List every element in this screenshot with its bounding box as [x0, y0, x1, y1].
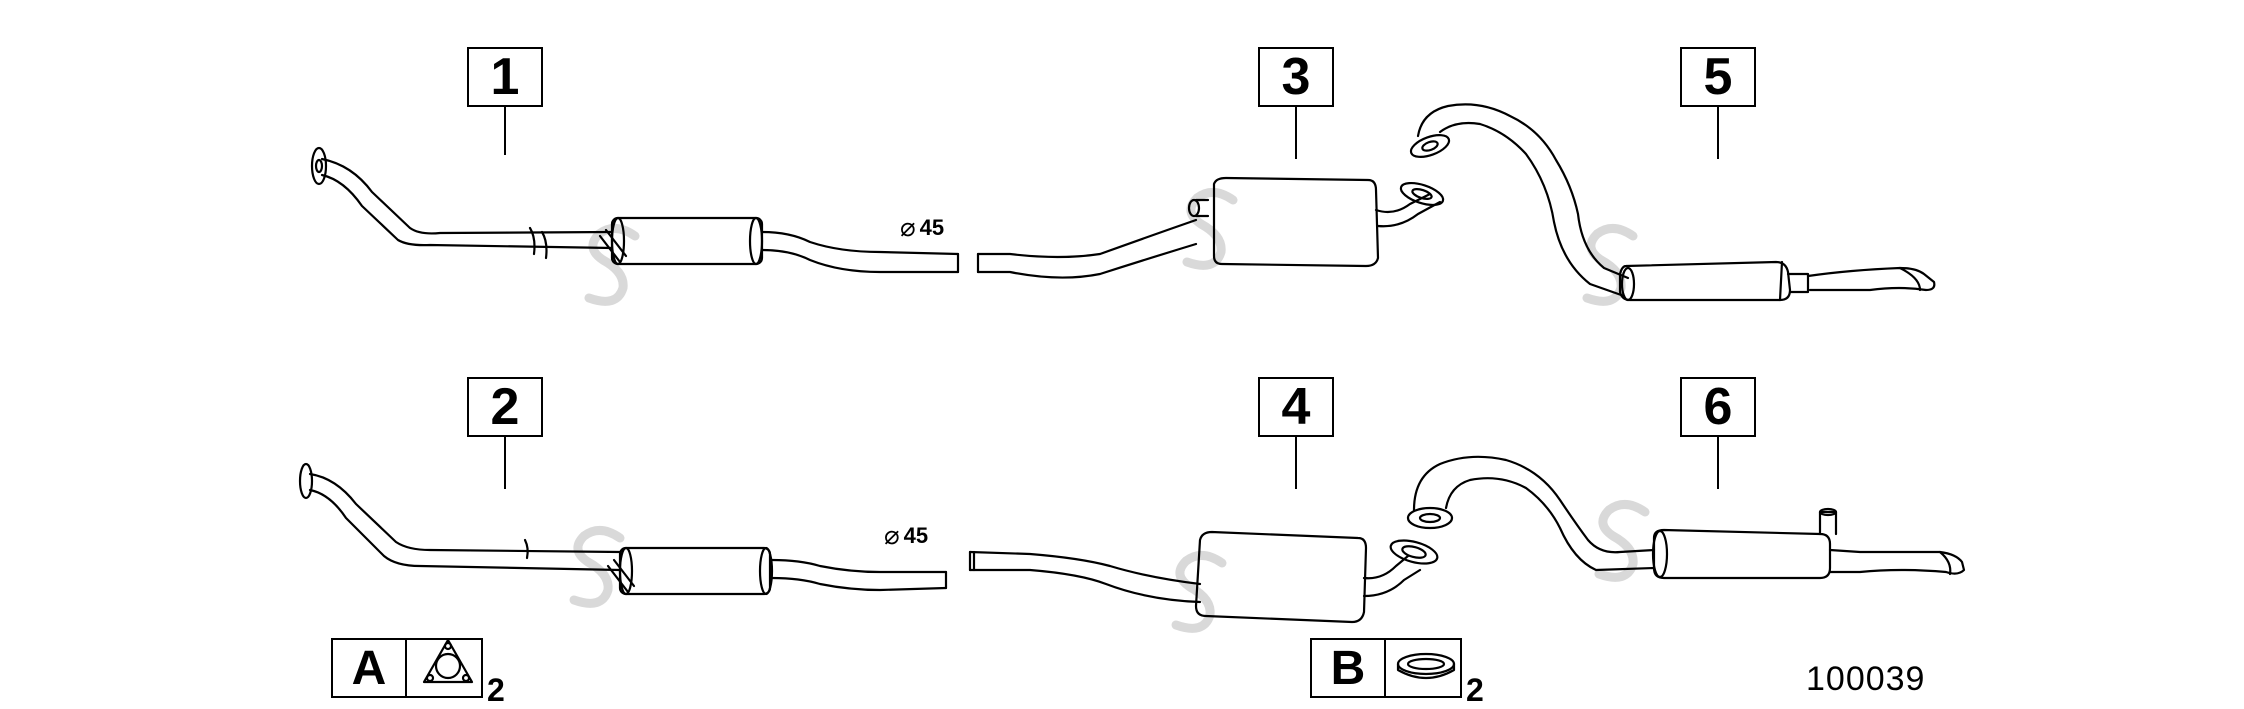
- part-number: 5: [1703, 48, 1733, 106]
- part-number: 1: [490, 48, 520, 106]
- part-label-2: 2: [467, 377, 543, 437]
- kit-b-legend: B 2: [1310, 638, 1484, 706]
- part-2-front-pipe-drawing: [298, 462, 948, 596]
- part-number: 6: [1703, 378, 1733, 436]
- part-label-3: 3: [1258, 47, 1334, 107]
- leader-line-2: [504, 437, 506, 489]
- pipe-diameter-label-1: ⌀ 45: [900, 212, 944, 243]
- kit-b-gasket-art: [1396, 652, 1456, 680]
- diameter-icon: ⌀: [900, 212, 916, 242]
- part-number: 2: [490, 378, 520, 436]
- part-3-center-muffler-drawing: [976, 176, 1445, 279]
- part-label-1: 1: [467, 47, 543, 107]
- leader-line-5: [1717, 107, 1719, 159]
- kit-quantity: 2: [487, 672, 505, 708]
- part-label-5: 5: [1680, 47, 1756, 107]
- leader-line-1: [504, 107, 506, 155]
- part-6-rear-muffler-drawing: [1406, 455, 1966, 580]
- kit-letter: A: [331, 638, 407, 698]
- kit-quantity: 2: [1466, 672, 1484, 708]
- part-4-center-muffler-drawing: [968, 530, 1439, 624]
- three-bolt-flange-gasket-icon: [407, 638, 483, 698]
- diameter-value: 45: [903, 522, 929, 548]
- leader-line-3: [1295, 107, 1297, 159]
- diameter-icon: ⌀: [884, 520, 900, 550]
- diameter-value: 45: [919, 214, 945, 240]
- part-label-6: 6: [1680, 377, 1756, 437]
- part-5-rear-muffler-drawing: [1409, 103, 1936, 302]
- kit-a-gasket-art: [422, 638, 474, 684]
- watermark-marks: [569, 188, 1650, 633]
- kit-a-legend: A 2: [331, 638, 505, 706]
- part-1-front-pipe-drawing: [310, 146, 960, 274]
- ring-gasket-icon: [1386, 638, 1462, 698]
- leader-line-6: [1717, 437, 1719, 489]
- part-label-4: 4: [1258, 377, 1334, 437]
- document-number: 100039: [1806, 660, 1926, 698]
- leader-line-4: [1295, 437, 1297, 489]
- part-number: 4: [1281, 378, 1311, 436]
- part-number: 3: [1281, 48, 1311, 106]
- kit-letter: B: [1310, 638, 1386, 698]
- pipe-diameter-label-2: ⌀ 45: [884, 520, 928, 551]
